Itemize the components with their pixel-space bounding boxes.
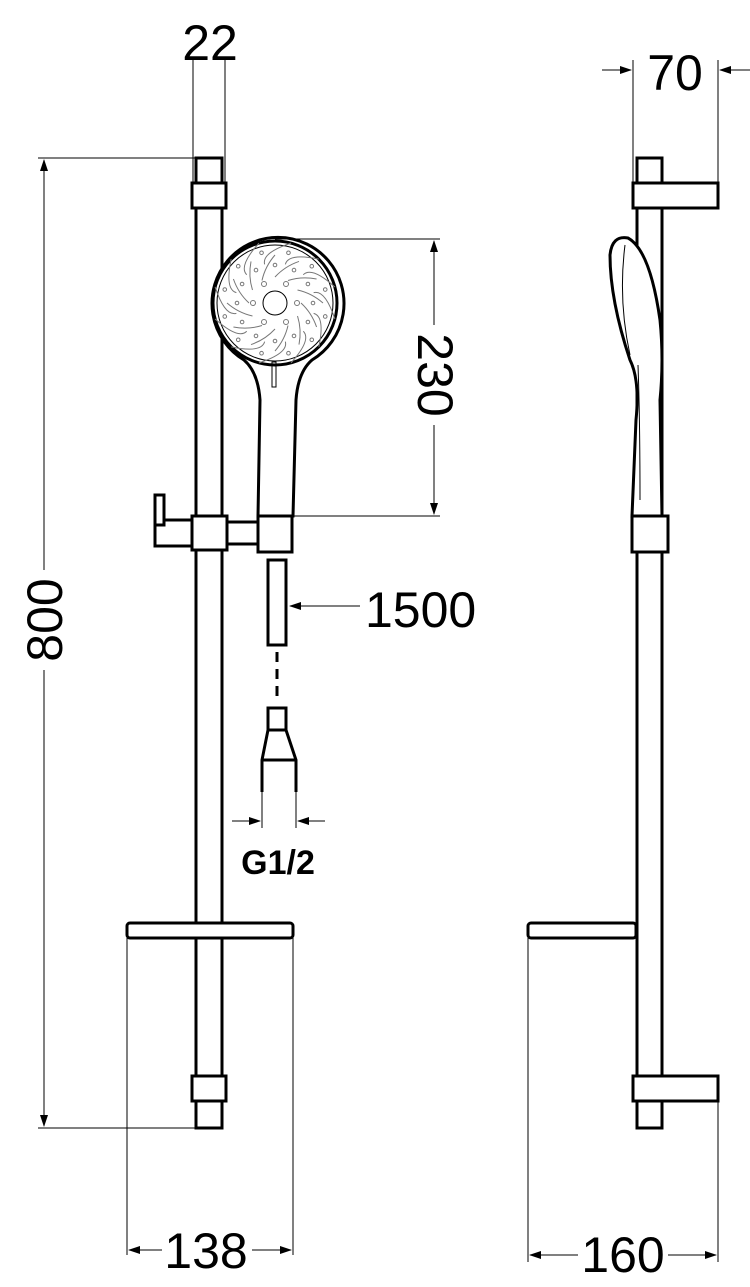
dimension-230: 230 [275,238,463,517]
dimension-160: 160 [527,938,719,1283]
dim-label-160: 160 [581,1227,664,1283]
slider [190,514,229,552]
side-top-bracket [631,181,720,210]
slider-knob [153,493,166,527]
dimension-800: 800 [17,157,222,1129]
dimension-g12: G1/2 [232,792,325,882]
dim-label-70: 70 [647,45,703,101]
side-soap-dish [526,921,638,940]
dimension-70: 70 [602,45,750,183]
dim-label-138: 138 [164,1223,247,1279]
hose-holder [256,514,294,554]
bottom-bracket [190,1074,228,1103]
soap-dish [125,921,295,940]
side-rail [635,156,664,1130]
shower-head [210,236,346,518]
dimension-138: 138 [126,938,294,1279]
hose-lower [266,706,288,732]
dim-label-g12: G1/2 [241,844,315,882]
side-holder [630,514,670,554]
dimension-1500: 1500 [289,582,476,638]
dim-label-22: 22 [182,15,238,71]
top-bracket [190,181,228,210]
dim-label-800: 800 [17,578,73,661]
slider-lever [153,518,194,548]
dim-label-1500: 1500 [365,582,476,638]
slider-arm [225,520,260,546]
side-shower-head [608,236,664,518]
dim-label-230: 230 [407,333,463,416]
front-view [125,156,346,1130]
hose-upper [266,558,288,647]
side-view [526,156,720,1130]
hose-nut [260,729,298,792]
side-bottom-bracket [631,1074,720,1103]
dimension-22: 22 [182,15,238,183]
